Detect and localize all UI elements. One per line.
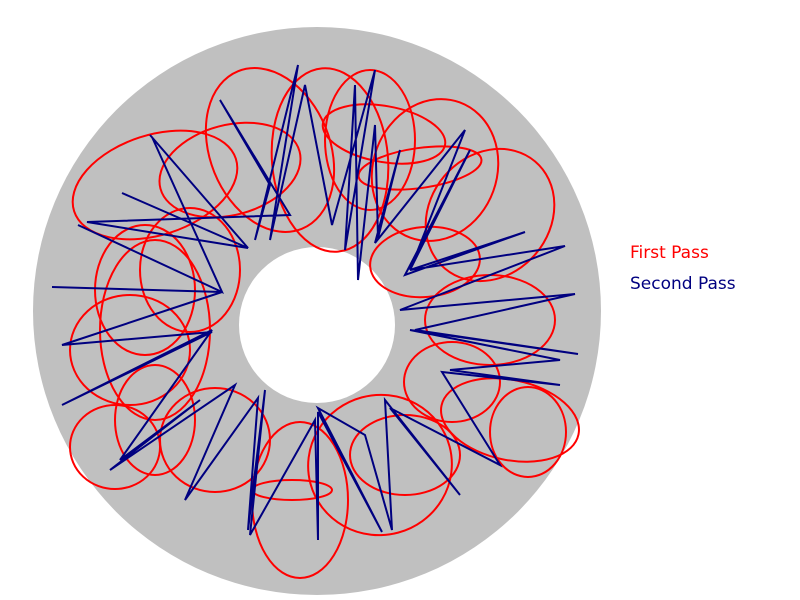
first-pass-loop	[370, 98, 500, 242]
first-pass-loop	[357, 145, 483, 191]
first-pass-loop	[139, 207, 241, 333]
second-pass-path	[51, 64, 579, 541]
first-pass-loop	[94, 224, 196, 356]
first-pass-loop	[114, 364, 196, 476]
legend-second-pass: Second Pass	[630, 274, 736, 294]
first-pass-loop	[369, 225, 481, 299]
first-pass-loop	[71, 129, 239, 241]
legend: First Pass Second Pass	[630, 238, 736, 300]
first-pass-loop	[403, 341, 501, 423]
first-pass-loop	[69, 404, 161, 490]
first-pass-loop	[324, 69, 416, 211]
first-pass-loop	[321, 103, 447, 165]
annulus-inner-hole	[239, 247, 395, 403]
first-pass-loop	[69, 294, 191, 406]
first-pass-loop	[489, 386, 567, 478]
legend-first-pass: First Pass	[630, 243, 709, 263]
first-pass-loop	[307, 393, 453, 537]
first-pass-loop	[424, 147, 556, 283]
